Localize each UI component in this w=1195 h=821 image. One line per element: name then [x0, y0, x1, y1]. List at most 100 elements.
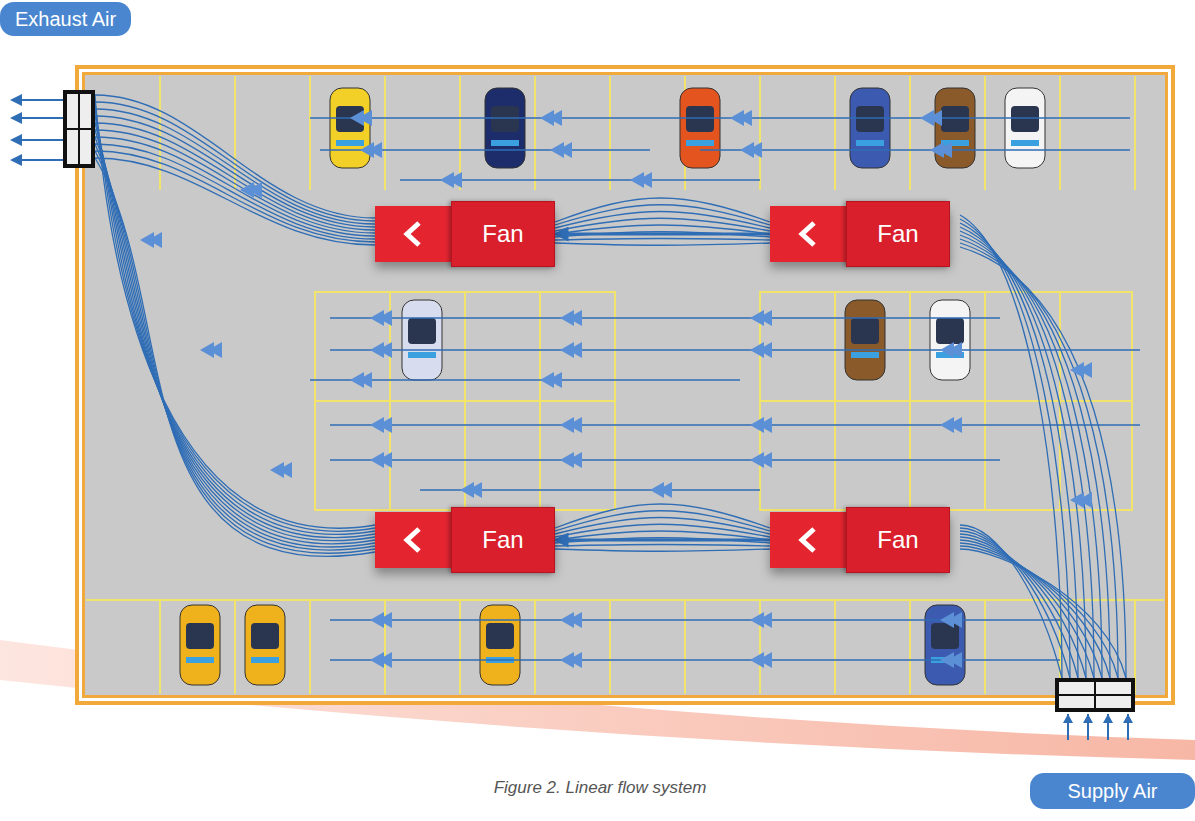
- flow-arrowhead: [240, 182, 262, 198]
- streamline: [330, 459, 1000, 460]
- streamline: [95, 109, 375, 224]
- stall-line: [909, 292, 911, 510]
- car: [850, 88, 890, 168]
- stall-line: [534, 600, 536, 694]
- streamline: [555, 239, 770, 241]
- car-window: [686, 106, 714, 132]
- flow-arrowhead: [750, 652, 772, 668]
- car-body: [930, 300, 970, 380]
- parking-lines: [86, 76, 1164, 694]
- supply-grille: [1055, 678, 1135, 740]
- stall-line: [609, 76, 611, 190]
- streamline: [95, 158, 375, 245]
- stall-line: [909, 600, 911, 694]
- flow-arrowhead: [560, 652, 582, 668]
- stall-line: [534, 76, 536, 190]
- streamline: [555, 538, 770, 543]
- car-window: [936, 318, 964, 344]
- streamline: [95, 130, 375, 233]
- fan-unit: Fan: [770, 206, 950, 262]
- cars: [180, 88, 1045, 685]
- direction-chevron: [399, 525, 429, 555]
- stall-line: [309, 600, 311, 694]
- flow-arrowhead: [270, 462, 292, 478]
- flow-arrowhead: [560, 417, 582, 433]
- car: [930, 300, 970, 380]
- car-stripe: [491, 140, 519, 146]
- fan-label: Fan: [482, 220, 523, 248]
- flow-arrowhead: [350, 110, 372, 126]
- car: [925, 605, 965, 685]
- chevron-stroke: [802, 529, 814, 551]
- flow-arrowheads: [140, 110, 1092, 668]
- streamline: [95, 151, 375, 242]
- fan-label: Fan: [482, 526, 523, 554]
- streamline: [700, 149, 1130, 150]
- car-stripe: [686, 140, 714, 146]
- fan-unit: Fan: [375, 206, 555, 262]
- stall-line: [984, 292, 986, 510]
- streamline: [960, 223, 1078, 678]
- car-stripe: [251, 657, 279, 663]
- chevron-stroke: [407, 529, 419, 551]
- flow-arrowhead: [940, 342, 962, 358]
- streamline: [555, 232, 770, 237]
- car: [1005, 88, 1045, 168]
- streamline: [960, 215, 1062, 678]
- car-stripe: [1011, 140, 1039, 146]
- stall-line: [609, 600, 611, 694]
- flow-arrowhead: [360, 142, 382, 158]
- streamline: [960, 537, 1094, 678]
- car-body: [850, 88, 890, 168]
- streamline: [330, 317, 1000, 318]
- air-label: Supply Air: [1030, 773, 1195, 809]
- streamline: [960, 235, 1102, 678]
- garage-wall-inner: [82, 72, 1168, 698]
- flow-arrowhead: [140, 232, 162, 248]
- car-stripe: [186, 657, 214, 663]
- car-stripe: [851, 352, 879, 358]
- air-label-text: Supply Air: [1067, 780, 1157, 803]
- stall-line: [984, 76, 986, 190]
- streamline: [95, 151, 375, 553]
- flow-arrowhead: [940, 612, 962, 628]
- stall-line: [834, 292, 836, 510]
- island-outline: [760, 292, 1132, 510]
- direction-chevron: [794, 219, 824, 249]
- streamline: [960, 546, 1118, 678]
- car-stripe: [941, 140, 969, 146]
- flow-arrowhead: [560, 342, 582, 358]
- flow-arrowhead: [750, 310, 772, 326]
- streamline: [95, 130, 375, 544]
- flow-arrowhead: [750, 612, 772, 628]
- stall-line: [459, 600, 461, 694]
- car-body: [485, 88, 525, 168]
- streamline: [555, 549, 770, 551]
- streamline: [95, 137, 375, 236]
- streamline: [310, 379, 740, 380]
- flow-arrowhead: [1070, 362, 1092, 378]
- stall-line: [384, 600, 386, 694]
- airflow-connector: [555, 233, 770, 236]
- car-window: [491, 106, 519, 132]
- stall-line: [759, 76, 761, 190]
- streamline: [95, 158, 375, 556]
- flow-arrowhead: [200, 342, 222, 358]
- flow-arrowhead: [350, 372, 372, 388]
- air-label-text: Exhaust Air: [15, 8, 116, 31]
- fan-label: Fan: [877, 526, 918, 554]
- airflow-streamlines: [95, 95, 1140, 678]
- car-body: [680, 88, 720, 168]
- car-window: [851, 318, 879, 344]
- flow-arrowhead: [920, 110, 942, 126]
- stall-line: [760, 400, 1132, 402]
- car-body: [845, 300, 885, 380]
- stall-line: [834, 600, 836, 694]
- streamline: [310, 117, 1130, 118]
- flow-arrowhead: [650, 482, 672, 498]
- stall-line: [1134, 76, 1136, 190]
- stall-line: [684, 600, 686, 694]
